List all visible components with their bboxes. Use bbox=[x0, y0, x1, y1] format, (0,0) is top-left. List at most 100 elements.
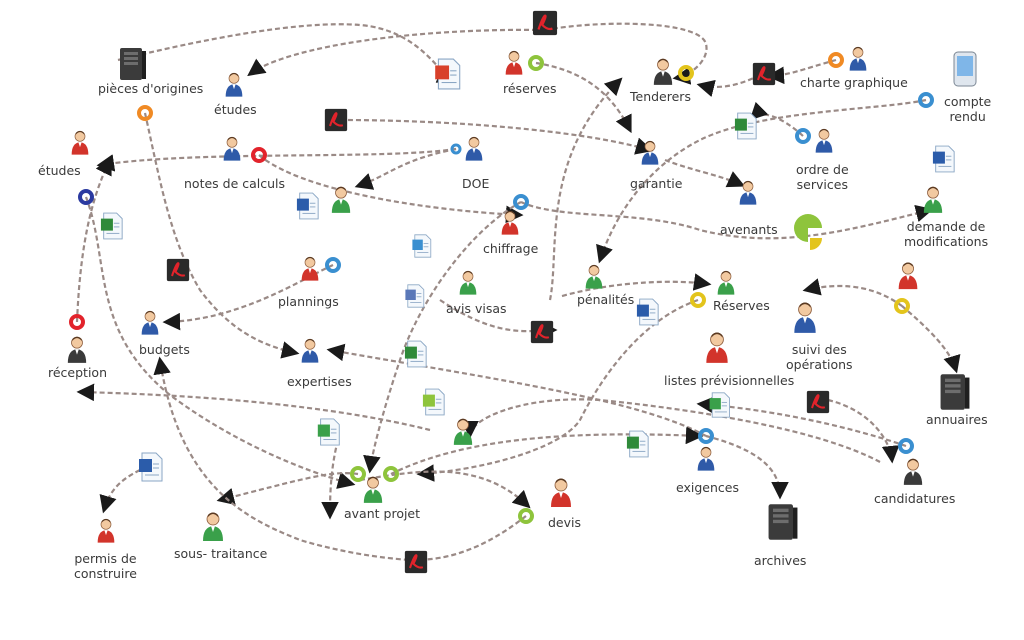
ring-blue-plannings bbox=[325, 257, 341, 273]
connector-arrow-8 bbox=[354, 147, 457, 190]
icons bbox=[67, 10, 977, 574]
word-icon-notes bbox=[296, 192, 319, 220]
ring-blue-chiffrage bbox=[513, 194, 529, 210]
pdf-icon-notes bbox=[324, 108, 348, 132]
server-icon-pieces-origines bbox=[120, 48, 146, 80]
label-charte: charte graphique bbox=[800, 75, 908, 90]
excel-icon-expertises bbox=[404, 340, 427, 368]
ring-red-reception bbox=[69, 314, 85, 330]
connector-arrow-35 bbox=[359, 470, 531, 509]
person-icon-notes bbox=[223, 136, 241, 162]
connector-arrow-27 bbox=[705, 434, 789, 500]
person-icon-ordre bbox=[815, 128, 833, 154]
label-listes-prev: listes prévisionnelles bbox=[664, 373, 795, 388]
label-avant-projet: avant projet bbox=[344, 506, 421, 521]
connector-arrow-31 bbox=[216, 472, 359, 506]
pdf-icon-charte bbox=[752, 62, 776, 86]
label-annuaires: annuaires bbox=[926, 412, 988, 427]
person-icon-garantie bbox=[641, 140, 659, 166]
label-ordre-services: ordre de services bbox=[796, 162, 849, 192]
person-icon-expertises bbox=[301, 338, 319, 364]
person-icon-etudes-left bbox=[71, 130, 89, 156]
ring-blue-ordre bbox=[795, 128, 811, 144]
connector-arrow-37 bbox=[548, 77, 623, 301]
connector-arrow-16 bbox=[520, 201, 934, 240]
label-etudes-top: études bbox=[214, 102, 257, 117]
ring-navy-etudes bbox=[78, 189, 94, 205]
ring-blue-doe bbox=[450, 143, 462, 155]
ring-yellow-tenderers bbox=[678, 65, 694, 81]
label-expertises: expertises bbox=[287, 374, 352, 389]
word-icon-permis bbox=[138, 452, 163, 482]
label-compte-rendu: compte rendu bbox=[944, 94, 992, 124]
connector-arrow-22 bbox=[802, 278, 903, 307]
label-sous-traitance: sous- traitance bbox=[174, 546, 268, 561]
label-tenderers: Tenderers bbox=[630, 89, 691, 104]
connector-arrow-13 bbox=[749, 101, 804, 137]
connector-arrow-21 bbox=[416, 298, 699, 482]
connector-arrow-33 bbox=[99, 469, 141, 514]
person-icon-exigences bbox=[697, 446, 715, 472]
ring-blue-exigences bbox=[698, 428, 714, 444]
label-devis: devis bbox=[548, 515, 582, 530]
person-icon-doe bbox=[465, 136, 483, 162]
connector-arrow-29 bbox=[461, 398, 881, 463]
pie-chart-icon bbox=[794, 214, 822, 242]
connector-arrow-7 bbox=[596, 98, 927, 264]
calendar-icon-2 bbox=[404, 284, 425, 308]
label-reserves-top: réserves bbox=[503, 81, 557, 96]
label-exigences: exigences bbox=[676, 480, 739, 495]
label-etudes-left: études bbox=[38, 163, 81, 178]
connector-arrow-10 bbox=[258, 154, 524, 224]
person-icon-reserves-mid bbox=[717, 270, 735, 296]
ring-green-avant-2 bbox=[383, 466, 399, 482]
pdf-icon-listes bbox=[806, 390, 830, 414]
connector-arrow-15 bbox=[143, 112, 300, 359]
person-icon-green-center bbox=[453, 418, 473, 446]
word-icon-compte bbox=[932, 145, 955, 173]
person-icon-tenderers bbox=[653, 58, 673, 86]
person-icon-candidatures bbox=[903, 458, 923, 486]
person-icon-devis bbox=[550, 478, 572, 508]
ring-yellow-suivi bbox=[894, 298, 910, 314]
label-candidatures: candidatures bbox=[874, 491, 956, 506]
connector-arrow-5 bbox=[696, 74, 761, 97]
label-avenants: avenants bbox=[720, 222, 778, 237]
ring-red-notes bbox=[251, 147, 267, 163]
person-icon-etudes-top bbox=[225, 72, 243, 98]
excel-icon-exigences bbox=[626, 430, 649, 458]
ring-green-devis bbox=[518, 508, 534, 524]
pda-screen bbox=[957, 56, 973, 76]
label-notes-calculs: notes de calculs bbox=[184, 176, 286, 191]
connector-arrow-24 bbox=[75, 156, 112, 323]
ring-blue-candidatures bbox=[898, 438, 914, 454]
pdf-icon-bottom bbox=[404, 550, 428, 574]
person-icon-avis bbox=[459, 270, 477, 296]
label-archives: archives bbox=[754, 553, 807, 568]
connector-arrow-1 bbox=[544, 22, 708, 85]
ring-orange-pieces bbox=[137, 105, 153, 121]
person-icon-reserves bbox=[505, 50, 523, 76]
connector-arrow-32 bbox=[321, 439, 340, 520]
server-icon-annuaires bbox=[940, 374, 970, 410]
chart-doc-icon bbox=[434, 58, 461, 90]
ring-yellow-reserves bbox=[690, 292, 706, 308]
label-garantie: garantie bbox=[630, 176, 683, 191]
connector-arrow-25 bbox=[326, 343, 707, 437]
pdf-icon-budgets bbox=[166, 258, 190, 282]
connector-arrow-9 bbox=[96, 147, 457, 172]
label-doe: DOE bbox=[462, 176, 490, 191]
ring-green-avant-1 bbox=[350, 466, 366, 482]
person-icon-sous-traitance bbox=[202, 512, 224, 542]
person-icon-permis bbox=[97, 518, 115, 544]
person-icon-budgets bbox=[141, 310, 159, 336]
person-icon-group-right bbox=[898, 262, 918, 290]
organigram-icon bbox=[411, 234, 432, 258]
person-icon-avant-projet bbox=[363, 476, 383, 504]
server-icon-archives bbox=[768, 504, 798, 540]
excel-icon-ordre bbox=[734, 112, 757, 140]
connector-arrow-12 bbox=[664, 158, 746, 188]
connector-arrow-26 bbox=[76, 383, 431, 432]
label-pieces-origines: pièces d'origines bbox=[98, 81, 204, 96]
